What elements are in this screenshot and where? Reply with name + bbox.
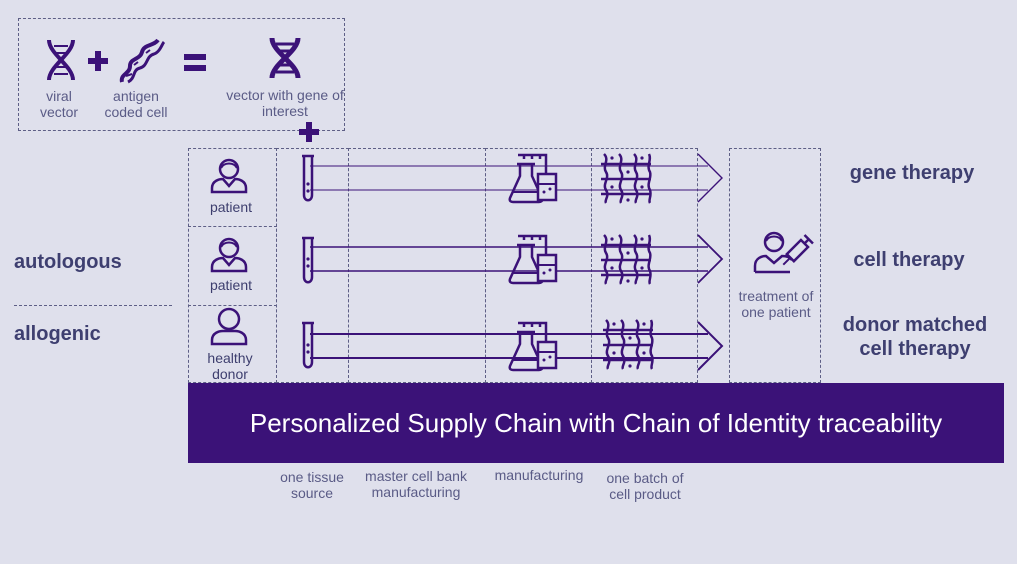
flask-icon: [508, 321, 558, 372]
treatment-label: treatment of one patient: [738, 288, 814, 320]
injection-icon: [753, 231, 814, 274]
person-icon: [210, 307, 248, 346]
stage-label: one tissue source: [280, 469, 344, 501]
row-divider: [188, 226, 277, 227]
batch-column: [591, 148, 698, 383]
treatment-column: [729, 148, 821, 383]
antigen-coded-cell-label: antigen coded cell: [104, 88, 168, 120]
flask-icon: [508, 234, 558, 285]
vector-with-gene-label: vector with gene of interest: [226, 87, 344, 119]
test-tube-icon: [302, 154, 314, 202]
cell-grid-icon: [601, 234, 652, 285]
stage-label: manufacturing: [494, 467, 584, 483]
plus-icon: [299, 122, 319, 142]
equation-box: [18, 18, 345, 131]
category-divider: [14, 305, 172, 306]
dna-icon: [119, 38, 166, 84]
dna-icon: [47, 39, 75, 81]
dna-icon: [269, 37, 301, 79]
plus-icon: [88, 51, 108, 71]
source-label: patient: [209, 277, 253, 293]
source-label: patient: [209, 199, 253, 215]
test-tube-icon: [302, 236, 314, 284]
autologous-label: autologous: [14, 251, 122, 273]
therapy-label: cell therapy: [853, 249, 965, 271]
row-divider: [188, 305, 277, 306]
cell-grid-icon: [601, 153, 652, 204]
source-label: healthy donor: [207, 350, 253, 382]
therapy-label: donor matched cell therapy: [842, 314, 988, 360]
cell-grid-icon: [603, 319, 654, 370]
test-tube-icon: [302, 321, 314, 369]
allogenic-label: allogenic: [14, 323, 101, 345]
person-icon: [210, 237, 248, 273]
therapy-label: gene therapy: [849, 162, 975, 184]
equals-icon: [184, 54, 206, 71]
viral-vector-label: viral vector: [39, 88, 79, 120]
flask-icon: [508, 153, 558, 204]
stage-label: one batch of cell product: [606, 470, 684, 502]
supply-chain-banner: Personalized Supply Chain with Chain of …: [188, 383, 1004, 463]
person-icon: [210, 158, 248, 194]
stage-label: master cell bank manufacturing: [365, 468, 467, 500]
